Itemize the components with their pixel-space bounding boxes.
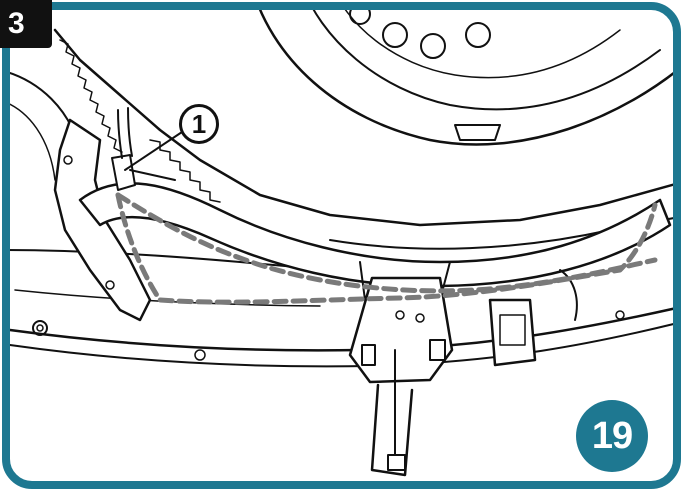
step-number-badge: 19 — [576, 400, 648, 472]
body-panel — [6, 28, 677, 250]
step-number: 19 — [591, 415, 633, 457]
tow-hitch — [348, 276, 454, 477]
callout-number: 1 — [191, 109, 207, 139]
corner-tab-label: 3 — [8, 7, 25, 40]
callout-marker: 1 — [179, 104, 219, 144]
callout-leader — [124, 129, 186, 171]
harness-route — [115, 192, 658, 305]
wiring-connector — [111, 107, 176, 191]
spare-tire — [248, 6, 677, 146]
corner-step-tab: 3 — [0, 0, 52, 48]
right-mount-bracket — [488, 269, 578, 367]
